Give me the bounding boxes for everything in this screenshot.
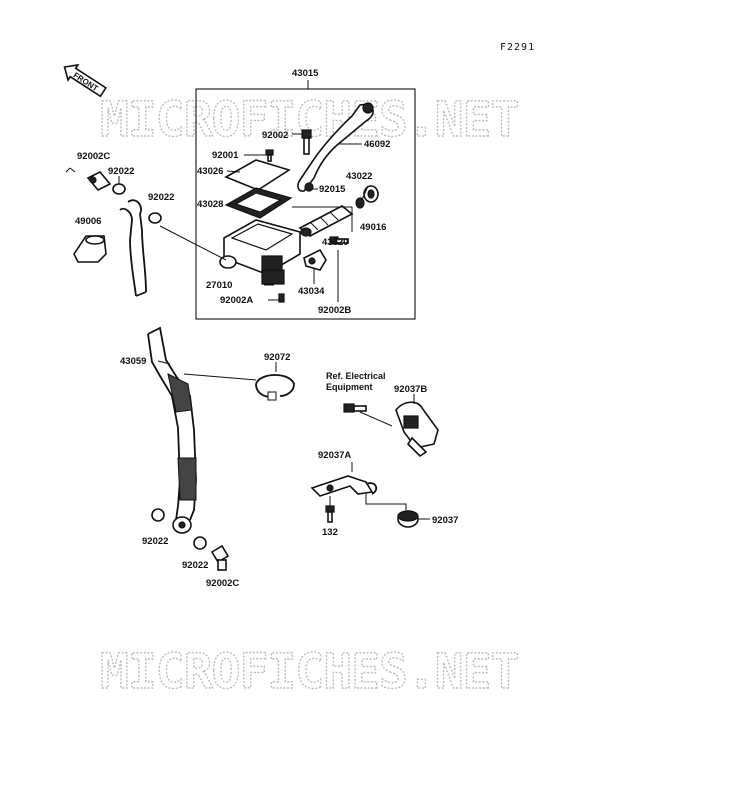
washer-mid <box>148 212 162 224</box>
leader-43026 <box>226 170 241 173</box>
label-92022-top: 92022 <box>108 166 134 177</box>
label-43028: 43028 <box>197 199 223 210</box>
label-92002b: 92002B <box>318 305 351 316</box>
label-43059: 43059 <box>120 356 146 367</box>
cap-43022 <box>355 197 365 209</box>
bolt-92002 <box>301 129 312 155</box>
piston-kit-43020 <box>298 205 354 237</box>
washer-bl <box>151 508 165 522</box>
ref-note-line1: Ref. Electrical <box>326 371 386 381</box>
assembly-box <box>195 88 416 320</box>
label-92022-br: 92022 <box>182 560 208 571</box>
bracket-92037a <box>310 475 378 497</box>
arrow-icon <box>65 167 76 173</box>
switch-27010 <box>261 269 285 285</box>
watermark-bottom: MICROFICHES.NET <box>100 644 518 700</box>
leader-bolt-switch <box>359 411 393 427</box>
pivot-92015 <box>304 182 314 192</box>
banjo-bolt-top <box>86 171 112 191</box>
label-49016: 49016 <box>360 222 386 233</box>
label-43026: 43026 <box>197 166 223 177</box>
washer-top <box>112 183 126 195</box>
label-27010: 27010 <box>206 280 232 291</box>
label-92022-bl: 92022 <box>142 536 168 547</box>
label-92001: 92001 <box>212 150 239 161</box>
label-43020: 43020 <box>322 237 348 248</box>
label-92072: 92072 <box>264 352 290 363</box>
banjo-bolt-bottom <box>210 544 230 571</box>
label-92037a: 92037A <box>318 450 351 461</box>
label-92037b: 92037B <box>394 384 427 395</box>
hose-upper <box>119 199 147 297</box>
label-92002: 92002 <box>262 130 288 141</box>
washer-br <box>193 536 207 550</box>
holder-43034 <box>303 248 327 271</box>
screw-132 <box>325 505 335 523</box>
grommet-92037 <box>397 510 419 528</box>
front-arrow-icon: FRONT <box>63 63 107 98</box>
label-43034: 43034 <box>298 286 325 297</box>
master-cylinder-body <box>219 219 301 275</box>
ref-note-line2: Equipment <box>326 382 373 392</box>
leader-43022 <box>361 185 369 201</box>
bolt-electrical <box>343 403 367 413</box>
switch-92037b <box>395 401 439 458</box>
label-92037: 92037 <box>432 515 458 526</box>
label-92002c-bottom: 92002C <box>206 578 239 589</box>
label-49006: 49006 <box>75 216 101 227</box>
hose-lower-43059 <box>147 326 197 534</box>
screw-92002a <box>278 293 285 303</box>
label-92015: 92015 <box>319 184 346 195</box>
label-92022-mid: 92022 <box>148 192 174 203</box>
screw-92001 <box>265 149 274 162</box>
label-92002c-top: 92002C <box>77 151 110 162</box>
label-92002a: 92002A <box>220 295 253 306</box>
leader-43059 <box>157 360 171 365</box>
diagram-code: F2291 <box>500 42 535 53</box>
leader-92072-hose <box>183 373 257 381</box>
leader-92037-bracket <box>365 494 407 510</box>
cap-49006 <box>73 235 107 263</box>
label-43022: 43022 <box>346 171 372 182</box>
clamp-92072 <box>255 374 295 401</box>
label-132: 132 <box>322 527 338 538</box>
boot-49016 <box>363 185 379 203</box>
leader-92022-mid <box>159 225 227 261</box>
label-43015: 43015 <box>292 68 319 79</box>
bolt-92002b <box>329 236 349 245</box>
lever-part <box>297 102 374 192</box>
label-46092: 46092 <box>364 139 390 150</box>
cap-43026 <box>224 159 291 191</box>
